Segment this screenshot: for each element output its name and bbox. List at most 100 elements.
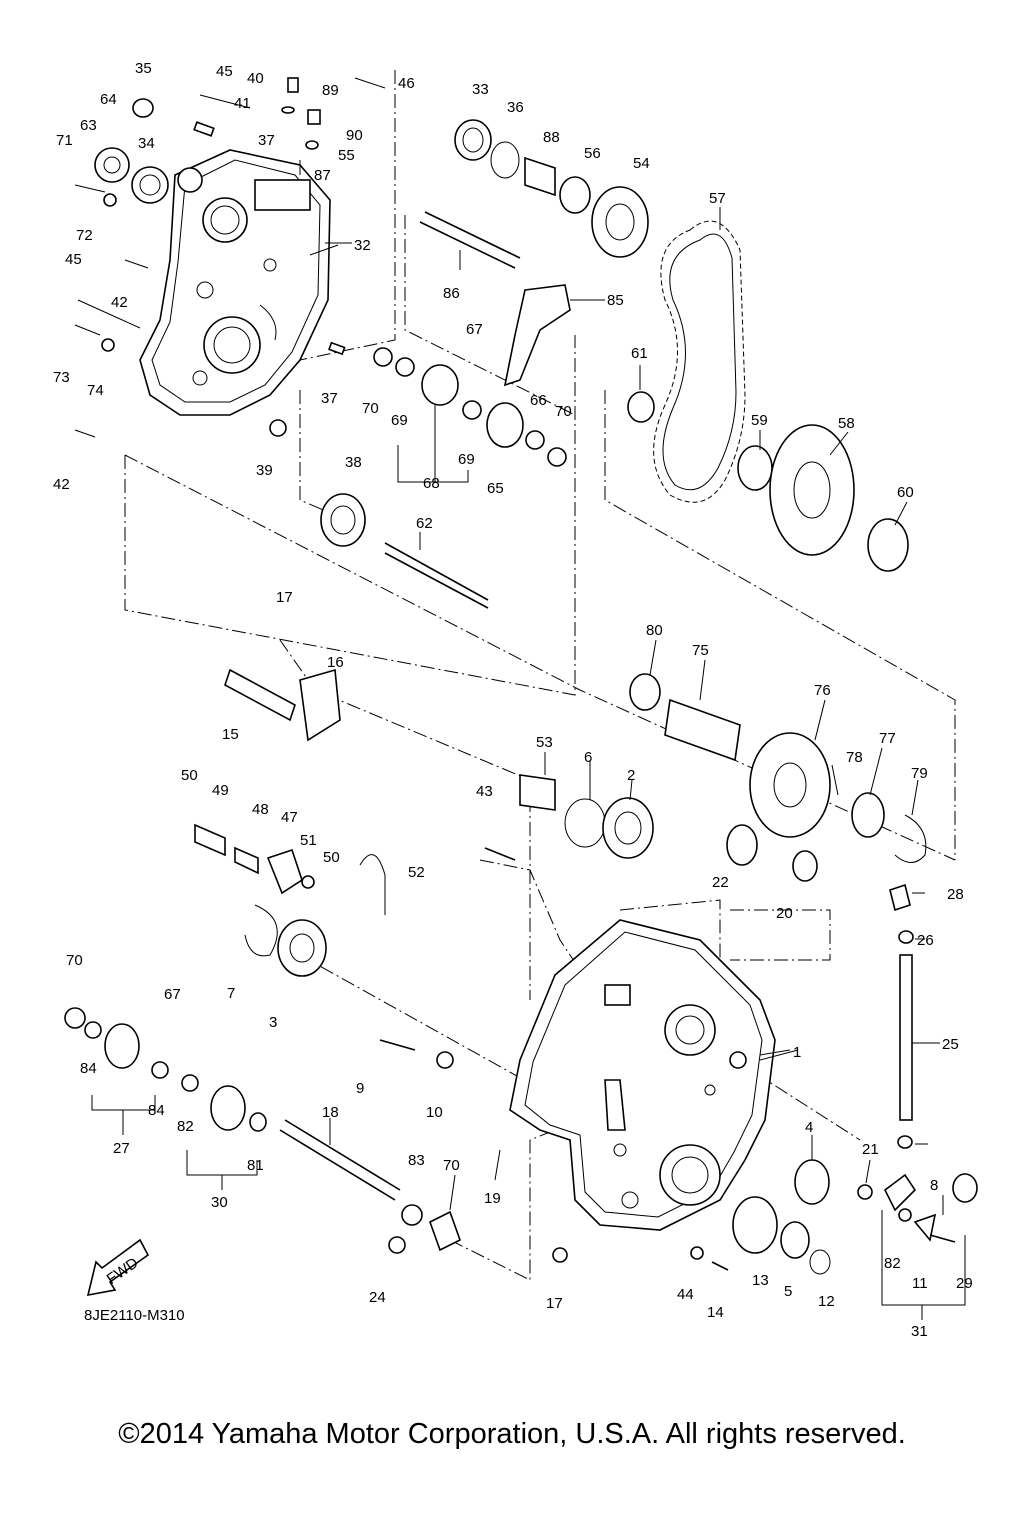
callout-74: 74 <box>87 382 104 399</box>
callout-89: 89 <box>322 82 339 99</box>
callout-20: 20 <box>776 905 793 922</box>
callout-64: 64 <box>100 91 117 108</box>
callout-58: 58 <box>838 415 855 432</box>
callout-59: 59 <box>751 412 768 429</box>
callout-47: 47 <box>281 809 298 826</box>
callout-37: 37 <box>321 390 338 407</box>
callout-69: 69 <box>458 451 475 468</box>
callout-60: 60 <box>897 484 914 501</box>
callout-45: 45 <box>216 63 233 80</box>
callout-13: 13 <box>752 1272 769 1289</box>
callout-68: 68 <box>423 475 440 492</box>
callout-10: 10 <box>426 1104 443 1121</box>
callout-8: 8 <box>930 1177 938 1194</box>
upper-center-parts <box>320 119 909 609</box>
callout-37: 37 <box>258 132 275 149</box>
callout-62: 62 <box>416 515 433 532</box>
callout-17: 17 <box>546 1295 563 1312</box>
callout-70: 70 <box>362 400 379 417</box>
callout-90: 90 <box>346 127 363 144</box>
callout-46: 46 <box>398 75 415 92</box>
callout-34: 34 <box>138 135 155 152</box>
left-case-cover <box>139 149 331 416</box>
callout-86: 86 <box>443 285 460 302</box>
callout-55: 55 <box>338 147 355 164</box>
callout-18: 18 <box>322 1104 339 1121</box>
callout-70: 70 <box>443 1157 460 1174</box>
callout-84: 84 <box>148 1102 165 1119</box>
callout-79: 79 <box>911 765 928 782</box>
callout-45: 45 <box>65 251 82 268</box>
callout-51: 51 <box>300 832 317 849</box>
callout-85: 85 <box>607 292 624 309</box>
callout-42: 42 <box>53 476 70 493</box>
callout-1: 1 <box>793 1044 801 1061</box>
callout-67: 67 <box>466 321 483 338</box>
callout-76: 76 <box>814 682 831 699</box>
callout-35: 35 <box>135 60 152 77</box>
callout-66: 66 <box>530 392 547 409</box>
callout-53: 53 <box>536 734 553 751</box>
callout-44: 44 <box>677 1286 694 1303</box>
callout-14: 14 <box>707 1304 724 1321</box>
callout-27: 27 <box>113 1140 130 1157</box>
callout-16: 16 <box>327 654 344 671</box>
callout-6: 6 <box>584 749 592 766</box>
callout-4: 4 <box>805 1119 813 1136</box>
callout-65: 65 <box>487 480 504 497</box>
callout-32: 32 <box>354 237 371 254</box>
callout-11: 11 <box>912 1275 928 1292</box>
right-case <box>509 919 776 1231</box>
callout-61: 61 <box>631 345 648 362</box>
callout-40: 40 <box>247 70 264 87</box>
callout-49: 49 <box>212 782 229 799</box>
upper-left-small-parts <box>74 77 386 438</box>
callout-84: 84 <box>80 1060 97 1077</box>
callout-56: 56 <box>584 145 601 162</box>
callout-5: 5 <box>784 1283 792 1300</box>
callout-57: 57 <box>709 190 726 207</box>
callout-75: 75 <box>692 642 709 659</box>
callout-71: 71 <box>56 132 73 149</box>
callout-87: 87 <box>314 167 331 184</box>
callout-83: 83 <box>408 1152 425 1169</box>
callout-88: 88 <box>543 129 560 146</box>
right-linkage-parts <box>552 883 978 1275</box>
callout-73: 73 <box>53 369 70 386</box>
callout-77: 77 <box>879 730 896 747</box>
callout-38: 38 <box>345 454 362 471</box>
callout-80: 80 <box>646 622 663 639</box>
callout-7: 7 <box>227 985 235 1002</box>
callout-39: 39 <box>256 462 273 479</box>
callout-52: 52 <box>408 864 425 881</box>
callout-24: 24 <box>369 1289 386 1306</box>
callout-22: 22 <box>712 874 729 891</box>
callout-28: 28 <box>947 886 964 903</box>
callout-82: 82 <box>177 1118 194 1135</box>
fwd-arrow-icon: FWD <box>86 1238 150 1297</box>
callout-30: 30 <box>211 1194 228 1211</box>
callout-54: 54 <box>633 155 650 172</box>
callout-33: 33 <box>472 81 489 98</box>
callout-17: 17 <box>276 589 293 606</box>
callout-63: 63 <box>80 117 97 134</box>
callout-31: 31 <box>911 1323 928 1340</box>
callout-43: 43 <box>476 783 493 800</box>
callout-41: 41 <box>234 95 251 112</box>
copyright-notice: ©2014 Yamaha Motor Corporation, U.S.A. A… <box>118 1418 906 1450</box>
leader-lines <box>91 207 966 1320</box>
diagram-code: 8JE2110-M310 <box>84 1307 185 1324</box>
callout-72: 72 <box>76 227 93 244</box>
callout-50: 50 <box>181 767 198 784</box>
callout-12: 12 <box>818 1293 835 1310</box>
callout-3: 3 <box>269 1014 277 1031</box>
callout-50: 50 <box>323 849 340 866</box>
callout-2: 2 <box>627 767 635 784</box>
callout-25: 25 <box>942 1036 959 1053</box>
callout-48: 48 <box>252 801 269 818</box>
callout-15: 15 <box>222 726 239 743</box>
callout-70: 70 <box>66 952 83 969</box>
callout-78: 78 <box>846 749 863 766</box>
